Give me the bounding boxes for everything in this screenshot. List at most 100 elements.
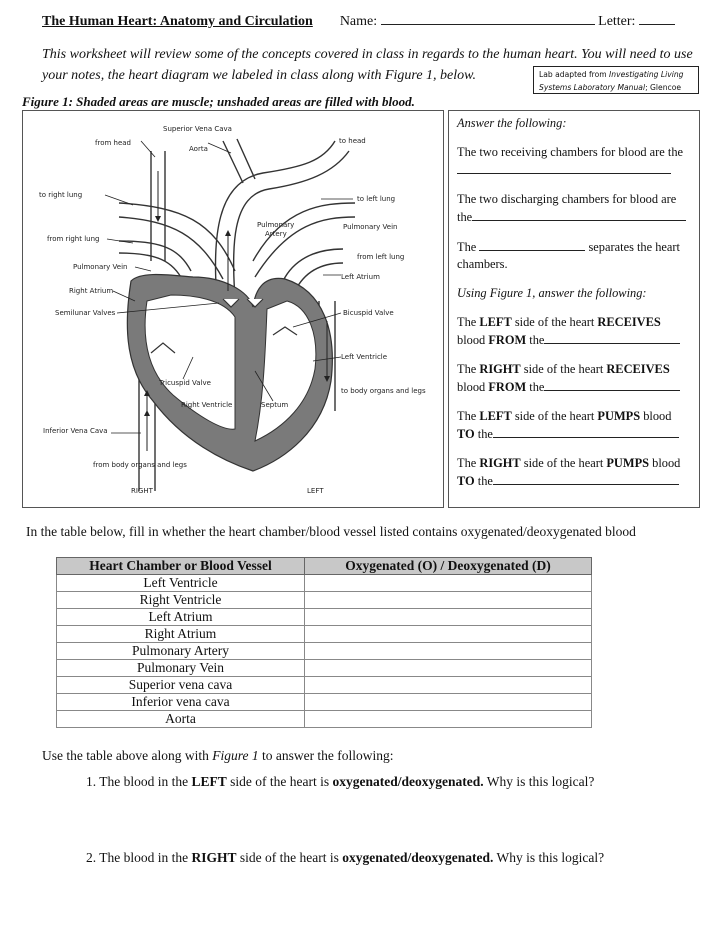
answer-cell[interactable] — [304, 676, 592, 694]
oxygenation-table: Heart Chamber or Blood Vessel Oxygenated… — [56, 557, 592, 728]
column-header-vessel: Heart Chamber or Blood Vessel — [56, 557, 305, 575]
q-emph: FROM — [488, 333, 527, 347]
table-row: Right Ventricle — [56, 591, 592, 609]
followup-question-2: 2. The blood in the RIGHT side of the he… — [86, 850, 604, 866]
label-semilunar-valves: Semilunar Valves — [55, 309, 116, 317]
label-right-ventricle: Right Ventricle — [181, 401, 232, 409]
answer-cell[interactable] — [304, 693, 592, 711]
followup-figure-ref: Figure 1 — [212, 748, 259, 763]
q2-text: side of the heart is — [236, 850, 343, 865]
q-emph: PUMPS — [606, 456, 650, 470]
q2-text: Why is this logical? — [493, 850, 605, 865]
q-emph: TO — [457, 474, 475, 488]
letter-label: Letter: — [598, 14, 636, 29]
question-right-pumps: The RIGHT side of the heart PUMPS blood … — [457, 455, 691, 490]
table-row: Pulmonary Vein — [56, 659, 592, 677]
label-right-atrium: Right Atrium — [69, 287, 113, 295]
questions-heading: Answer the following: — [457, 116, 567, 130]
label-to-right-lung: to right lung — [39, 191, 82, 199]
credit-publisher: ; Glencoe — [645, 83, 682, 92]
q-emph: PUMPS — [597, 409, 641, 423]
q-text: the — [526, 380, 545, 394]
heart-figure: Superior Vena Cava from head Aorta to he… — [22, 110, 444, 508]
q1-text: side of the heart is — [226, 774, 333, 789]
label-left-ventricle: Left Ventricle — [341, 353, 387, 361]
q-emph: RECEIVES — [606, 362, 670, 376]
answer-right-pumps[interactable] — [492, 472, 679, 485]
answer-left-receives[interactable] — [544, 331, 681, 344]
table-row: Aorta — [56, 710, 592, 728]
answer-cell[interactable] — [304, 710, 592, 728]
q-emph: RECEIVES — [597, 315, 661, 329]
credit-text: Lab adapted from — [539, 70, 610, 79]
q-text: blood — [640, 409, 672, 423]
question-discharging-text: The two discharging chambers for blood a… — [457, 192, 677, 224]
q-text: The — [457, 456, 480, 470]
name-blank[interactable] — [380, 12, 595, 25]
q1-text: Why is this logical? — [483, 774, 595, 789]
q-text: blood — [649, 456, 681, 470]
row-label: Pulmonary Vein — [56, 659, 305, 677]
answer-cell[interactable] — [304, 642, 592, 660]
q-text: the — [526, 333, 545, 347]
label-superior-vena-cava: Superior Vena Cava — [163, 125, 232, 133]
answer-cell[interactable] — [304, 574, 592, 592]
q-emph: TO — [457, 427, 475, 441]
q-text: side of the heart — [520, 456, 607, 470]
label-to-left-lung: to left lung — [357, 195, 395, 203]
answer-separates[interactable] — [479, 238, 586, 251]
q-text: the — [474, 427, 493, 441]
answer-receiving[interactable] — [457, 161, 671, 174]
heart-diagram: Superior Vena Cava from head Aorta to he… — [39, 125, 426, 495]
question-receiving-text: The two receiving chambers for blood are… — [457, 145, 684, 159]
label-from-body: from body organs and legs — [93, 461, 187, 469]
valves — [150, 298, 298, 354]
q2-text: 2. The blood in the — [86, 850, 192, 865]
answer-cell[interactable] — [304, 659, 592, 677]
table-row: Left Atrium — [56, 608, 592, 626]
label-septum: Septum — [261, 401, 288, 409]
name-label: Name: — [339, 14, 378, 29]
answer-right-receives[interactable] — [544, 378, 681, 391]
answer-cell[interactable] — [304, 608, 592, 626]
table-row: Right Atrium — [56, 625, 592, 643]
q-text: side of the heart — [511, 409, 598, 423]
label-pulmonary-artery-2: Artery — [265, 230, 287, 238]
followup-intro-text-2: to answer the following: — [258, 748, 394, 763]
q1-emph: oxygenated/deoxygenated. — [332, 774, 484, 789]
table-row: Pulmonary Artery — [56, 642, 592, 660]
answer-cell[interactable] — [304, 625, 592, 643]
questions-box: Answer the following: The two receiving … — [448, 110, 700, 508]
label-pulmonary-vein-left: Pulmonary Vein — [343, 223, 398, 231]
column-header-oxygenation: Oxygenated (O) / Deoxygenated (D) — [304, 557, 592, 575]
letter-blank[interactable] — [638, 12, 675, 25]
table-row: Superior vena cava — [56, 676, 592, 694]
q-text: The — [457, 315, 480, 329]
label-left-side: LEFT — [307, 487, 324, 495]
q-emph: LEFT — [479, 409, 512, 423]
label-aorta: Aorta — [189, 145, 208, 153]
row-label: Superior vena cava — [56, 676, 305, 694]
q-text: The — [457, 409, 480, 423]
flow-arrows — [144, 171, 330, 451]
row-label: Right Ventricle — [56, 591, 305, 609]
question-discharging: The two discharging chambers for blood a… — [457, 191, 691, 226]
table-row: Left Ventricle — [56, 574, 592, 592]
label-tricuspid-valve: Tricuspid Valve — [158, 379, 211, 387]
table-header-row: Heart Chamber or Blood Vessel Oxygenated… — [56, 557, 592, 575]
leader-lines — [104, 140, 353, 434]
answer-cell[interactable] — [304, 591, 592, 609]
label-left-atrium: Left Atrium — [341, 273, 380, 281]
question-right-receives: The RIGHT side of the heart RECEIVES blo… — [457, 361, 691, 396]
label-to-head: to head — [339, 137, 366, 145]
answer-discharging[interactable] — [472, 208, 687, 221]
answer-left-pumps[interactable] — [492, 425, 679, 438]
worksheet-title: The Human Heart: Anatomy and Circulation — [42, 14, 313, 29]
table-row: Inferior vena cava — [56, 693, 592, 711]
table-instruction: In the table below, fill in whether the … — [26, 524, 636, 539]
credit-source-2: Systems Laboratory Manual — [539, 83, 646, 92]
row-label: Aorta — [56, 710, 305, 728]
q-text: blood — [457, 333, 489, 347]
question-separates: The separates the heart chambers. — [457, 238, 691, 273]
label-from-right-lung: from right lung — [47, 235, 99, 243]
